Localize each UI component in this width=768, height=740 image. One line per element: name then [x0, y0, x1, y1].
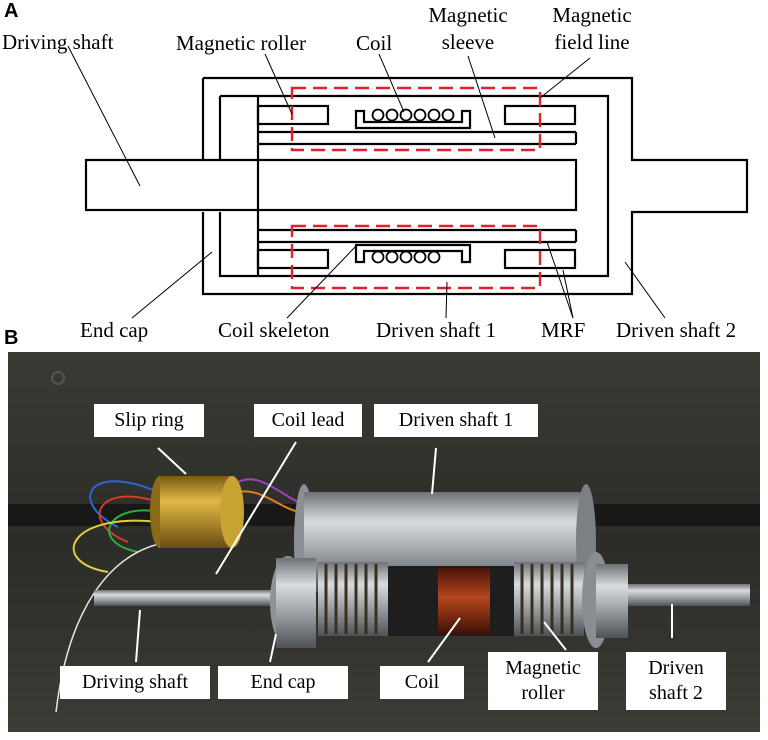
label-magnetic-roller: Magnetic roller — [176, 31, 307, 55]
tag-slip-ring: Slip ring — [94, 404, 204, 437]
leader-magnetic-sleeve — [467, 55, 496, 139]
leader-coil-skeleton — [286, 244, 358, 319]
label-driven-shaft-1: Driven shaft 1 — [376, 318, 497, 342]
tag-end-cap: End cap — [218, 666, 348, 699]
driven-shaft-2-inner — [258, 94, 610, 278]
leader-field-line — [539, 57, 591, 99]
label-driven-shaft-2: Driven shaft 2 — [616, 318, 737, 342]
coil-skeleton-top — [354, 109, 472, 130]
coil-winding — [385, 108, 399, 122]
coil-winding — [427, 250, 441, 264]
coil-winding — [413, 108, 427, 122]
label-end-cap: End cap — [80, 318, 149, 342]
tag-magnetic-roller-line2: roller — [521, 682, 565, 704]
coil-winding — [371, 108, 385, 122]
driven-shaft-2-rod — [628, 584, 750, 606]
field-line-top — [290, 86, 542, 152]
bench-hole — [51, 371, 65, 385]
magnetic-roller-bottom-right — [503, 248, 577, 270]
prototype-photo: Slip ring Coil lead Driven shaft 1 Drivi… — [8, 352, 760, 732]
end-cap-body — [276, 558, 316, 648]
tag-driven-shaft-2: Driven shaft 2 — [626, 652, 726, 710]
leader-driven-shaft-1 — [445, 281, 448, 319]
photo-arrows — [135, 441, 673, 663]
end-cap — [201, 76, 258, 296]
leader-driving-shaft — [67, 45, 141, 187]
coil-winding — [441, 108, 455, 122]
label-field-line-line2: field line — [554, 30, 630, 54]
label-coil: Coil — [356, 31, 393, 55]
leader-coil — [378, 53, 405, 113]
device-schematic — [67, 45, 749, 319]
label-mrf: MRF — [541, 318, 586, 342]
slip-ring-face — [220, 476, 244, 548]
driving-shaft-rod — [94, 590, 284, 606]
coil-winding — [399, 250, 413, 264]
coil-winding — [413, 250, 427, 264]
label-driving-shaft: Driving shaft — [2, 30, 114, 54]
coil-winding — [371, 250, 385, 264]
leader-mrf-b — [562, 269, 574, 319]
driven-shaft-1 — [256, 96, 578, 276]
tag-driving-shaft: Driving shaft — [60, 666, 210, 699]
driven-shaft-2-hub — [596, 564, 628, 638]
tag-magnetic-roller-line1: Magnetic — [505, 657, 581, 679]
coil-winding — [385, 250, 399, 264]
leader-driven-shaft-2 — [624, 261, 666, 319]
panel-a-letter: A — [4, 0, 19, 22]
driven-shaft-2-housing — [258, 76, 749, 296]
tag-coil: Coil — [380, 666, 464, 699]
roller-bars-right — [520, 564, 574, 634]
tag-coil-lead: Coil lead — [254, 404, 362, 437]
leader-magnetic-roller — [264, 53, 293, 115]
driving-shaft-body — [84, 158, 578, 212]
coil-skeleton-bottom — [354, 243, 472, 264]
tag-driven-shaft-1: Driven shaft 1 — [374, 404, 538, 437]
label-magnetic-sleeve: Magnetic sleeve — [414, 5, 522, 53]
label-field-line-line1: Magnetic — [552, 3, 632, 27]
tag-magnetic-roller: Magnetic roller — [488, 652, 598, 710]
label-magnetic-sleeve-line2: sleeve — [441, 30, 495, 54]
label-magnetic-sleeve-line1: Magnetic — [428, 3, 508, 27]
roller-bars-left — [324, 564, 378, 634]
tag-driven-shaft-2-line2: shaft 2 — [649, 682, 703, 704]
coil-copper — [438, 568, 490, 634]
leader-end-cap — [131, 251, 213, 319]
coil-winding — [427, 108, 441, 122]
field-line-bottom — [290, 224, 542, 290]
coil-winding — [399, 108, 413, 122]
label-magnetic-field-line: Magnetic field line — [536, 5, 648, 53]
leader-mrf-a — [546, 241, 574, 319]
tag-driven-shaft-2-line1: Driven — [648, 657, 704, 679]
label-coil-skeleton: Coil skeleton — [218, 318, 330, 342]
panel-b-letter: B — [4, 327, 19, 349]
